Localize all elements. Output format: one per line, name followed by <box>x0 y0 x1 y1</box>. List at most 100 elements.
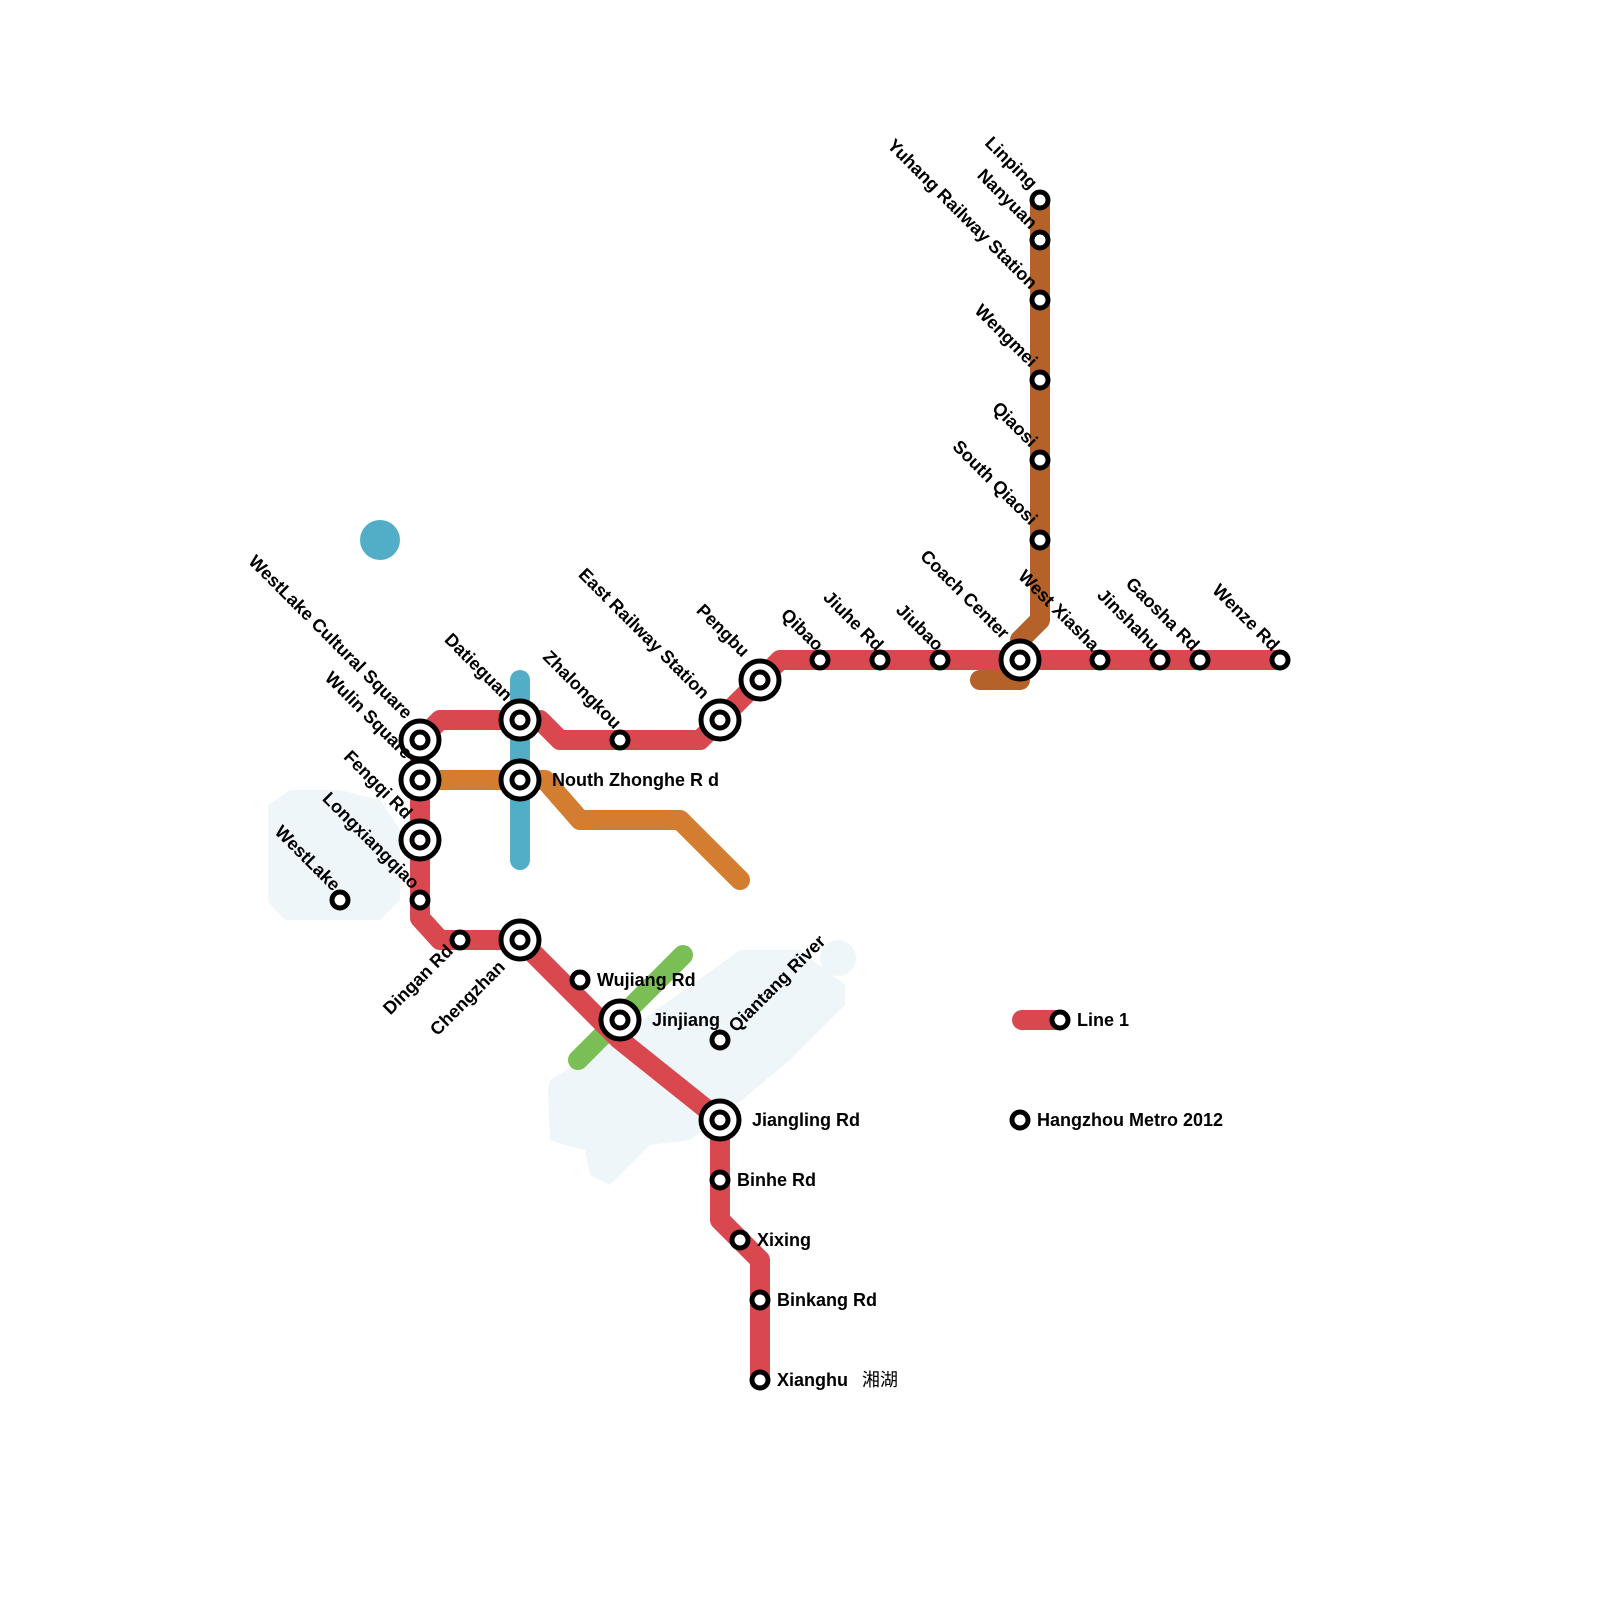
station-marker <box>1269 649 1291 671</box>
station-marker <box>1049 1009 1071 1031</box>
station-marker <box>569 969 591 991</box>
station-labels: Linping Nanyuan Yuhang Railway Station W… <box>245 133 1284 1390</box>
stations <box>329 189 1291 1391</box>
station-zhalongkou[interactable] <box>609 729 631 751</box>
interchange-core <box>409 769 431 791</box>
station-marker <box>1009 1109 1031 1131</box>
interchange-core <box>609 1009 631 1031</box>
station-westlake[interactable] <box>329 889 351 911</box>
station-marker <box>1089 649 1111 671</box>
station-marker <box>1029 289 1051 311</box>
station-binhe-rd[interactable] <box>709 1169 731 1191</box>
line4-marker <box>360 520 400 560</box>
interchange-core <box>1009 649 1031 671</box>
label-jiangling-rd: Jiangling Rd <box>752 1110 860 1130</box>
interchange-core <box>709 1109 731 1131</box>
station-marker <box>1189 649 1211 671</box>
station-wenze-rd[interactable] <box>1269 649 1291 671</box>
station-marker <box>869 649 891 671</box>
label-nouth-zhonghe-rd: Nouth Zhonghe R d <box>552 770 719 790</box>
west-lake-water <box>268 790 400 920</box>
interchange-core <box>509 929 531 951</box>
interchange-core <box>709 709 731 731</box>
station-jiubao[interactable] <box>929 649 951 671</box>
station-datieguan[interactable] <box>498 698 542 742</box>
water-pond <box>820 940 856 976</box>
station-marker <box>409 889 431 911</box>
station-west-xiasha[interactable] <box>1089 649 1111 671</box>
station-xianghu[interactable] <box>749 1369 771 1391</box>
station-nouth-zhonghe-rd[interactable] <box>498 758 542 802</box>
station-jinjiang[interactable] <box>598 998 642 1042</box>
label-westlake-cultural-square: WestLake Cultural Square <box>245 551 417 723</box>
station-legend-line1[interactable] <box>1049 1009 1071 1031</box>
label-datieguan: Datieguan <box>441 629 517 705</box>
station-wujiang-rd[interactable] <box>569 969 591 991</box>
legend-title: Hangzhou Metro 2012 <box>1037 1110 1223 1130</box>
station-gaosha-rd[interactable] <box>1189 649 1211 671</box>
station-marker <box>1029 369 1051 391</box>
label-jinjiang: Jinjiang <box>652 1010 720 1030</box>
water-areas <box>268 790 856 1185</box>
station-linping[interactable] <box>1029 189 1051 211</box>
interchange-core <box>409 829 431 851</box>
station-nanyuan[interactable] <box>1029 229 1051 251</box>
station-qiantang-river[interactable] <box>709 1029 731 1051</box>
label-jiuhe-rd: Jiuhe Rd <box>819 587 887 655</box>
station-marker <box>329 889 351 911</box>
line2-segment <box>410 770 750 890</box>
station-binkang-rd[interactable] <box>749 1289 771 1311</box>
station-jiangling-rd[interactable] <box>698 1098 742 1142</box>
interchange-core <box>509 709 531 731</box>
station-marker <box>929 649 951 671</box>
label-wujiang-rd: Wujiang Rd <box>597 970 696 990</box>
label-binkang-rd: Binkang Rd <box>777 1290 877 1310</box>
station-jinshahu[interactable] <box>1149 649 1171 671</box>
qiantang-river-water <box>548 950 845 1185</box>
label-jiubao: Jiubao <box>892 600 947 655</box>
station-qibao[interactable] <box>809 649 831 671</box>
station-east-railway-station[interactable] <box>698 698 742 742</box>
station-wengmei[interactable] <box>1029 369 1051 391</box>
station-marker <box>1029 529 1051 551</box>
label-binhe-rd: Binhe Rd <box>737 1170 816 1190</box>
station-marker <box>809 649 831 671</box>
metro-lines <box>410 190 1290 1390</box>
label-wenze-rd: Wenze Rd <box>1209 580 1284 655</box>
label-xianghu-cn: 湘湖 <box>862 1370 898 1390</box>
station-wulin-square[interactable] <box>398 758 442 802</box>
station-marker <box>1029 229 1051 251</box>
station-longxiangqiao[interactable] <box>409 889 431 911</box>
station-marker <box>1029 449 1051 471</box>
interchange-core <box>509 769 531 791</box>
label-xianghu: Xianghu <box>777 1370 848 1390</box>
station-fengqi-rd[interactable] <box>398 818 442 862</box>
station-chengzhan[interactable] <box>498 918 542 962</box>
station-marker <box>709 1029 731 1051</box>
station-marker <box>1149 649 1171 671</box>
station-yuhang-railway-station[interactable] <box>1029 289 1051 311</box>
label-east-railway-station: East Railway Station <box>575 564 714 703</box>
interchange-core <box>749 669 771 691</box>
station-marker <box>709 1169 731 1191</box>
station-marker <box>1029 189 1051 211</box>
station-jiuhe-rd[interactable] <box>869 649 891 671</box>
station-coach-center[interactable] <box>998 638 1042 682</box>
station-marker <box>449 929 471 951</box>
line1-main <box>410 650 1290 1390</box>
station-xixing[interactable] <box>729 1229 751 1251</box>
legend-line1-label: Line 1 <box>1077 1010 1129 1030</box>
station-dingan-rd[interactable] <box>449 929 471 951</box>
label-qibao: Qibao <box>777 605 827 655</box>
station-legend-title[interactable] <box>1009 1109 1031 1131</box>
station-marker <box>729 1229 751 1251</box>
station-south-qiaosi[interactable] <box>1029 529 1051 551</box>
station-qiaosi[interactable] <box>1029 449 1051 471</box>
interchange-core <box>409 729 431 751</box>
station-marker <box>749 1369 771 1391</box>
station-marker <box>609 729 631 751</box>
label-pengbu: Pengbu <box>693 600 754 661</box>
station-pengbu[interactable] <box>738 658 782 702</box>
station-marker <box>749 1289 771 1311</box>
